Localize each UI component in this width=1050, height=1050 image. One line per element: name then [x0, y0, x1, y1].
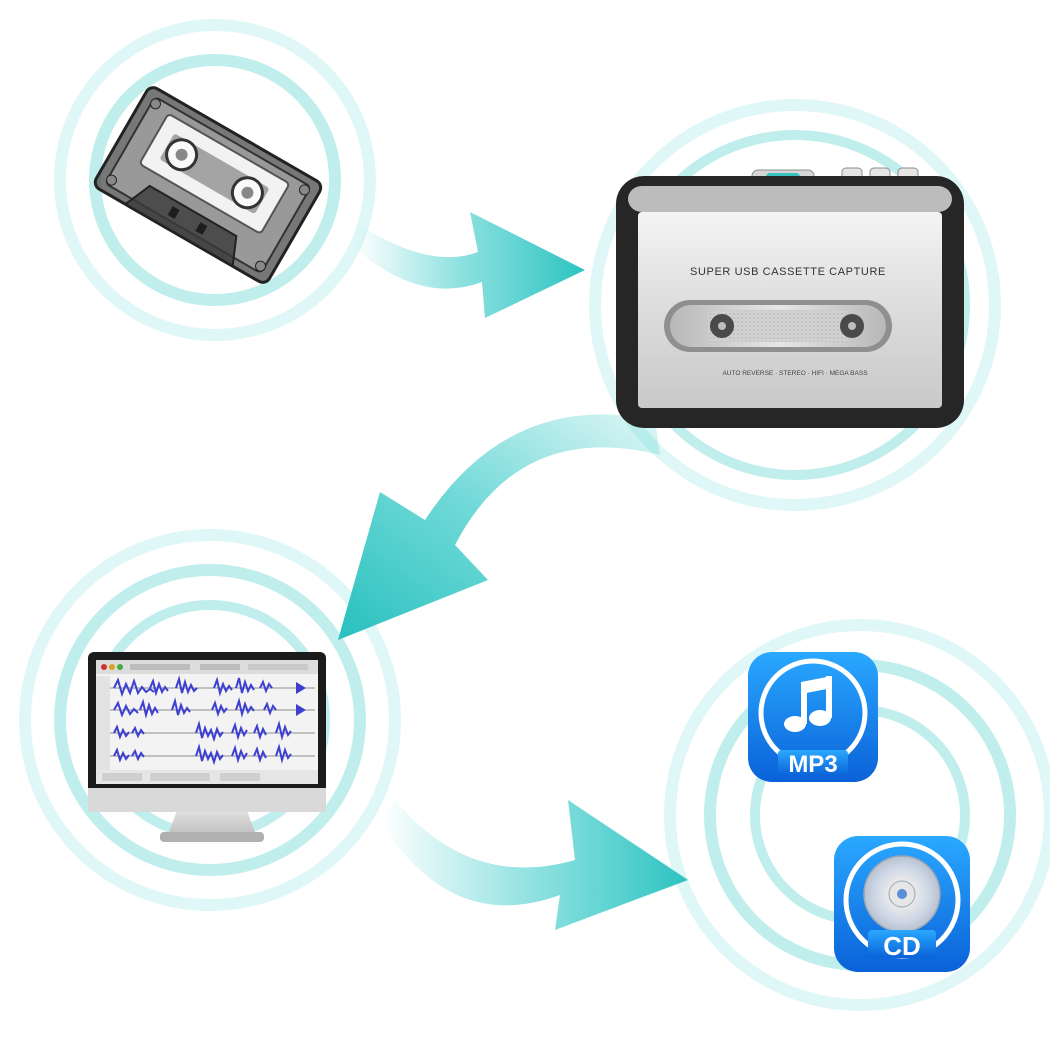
usb-cassette-player: SUPER USB CASSETTE CAPTURE AUTO REVERSE …: [616, 167, 964, 428]
player-features-label: AUTO REVERSE · STEREO · HIFI · MEGA BASS: [722, 370, 868, 377]
flow-arrow-1: [355, 212, 585, 318]
audio-track-3: [110, 720, 315, 743]
audio-track-1: [110, 675, 315, 698]
player-brand-label: SUPER USB CASSETTE CAPTURE: [690, 266, 886, 278]
music-note-icon: [784, 676, 832, 732]
cd-app-icon: CD: [834, 836, 970, 972]
audio-track-2: [110, 697, 315, 719]
flow-arrow-3: [380, 800, 688, 930]
mp3-app-icon: MP3: [748, 652, 878, 782]
cassette-tape-icon: [93, 86, 323, 284]
audio-track-4: [110, 743, 315, 766]
cd-label: CD: [883, 931, 921, 961]
flow-arrow-2: [338, 414, 660, 640]
mp3-label: MP3: [788, 751, 837, 778]
computer-monitor-icon: [88, 652, 326, 842]
cd-disc-icon: [863, 855, 941, 933]
